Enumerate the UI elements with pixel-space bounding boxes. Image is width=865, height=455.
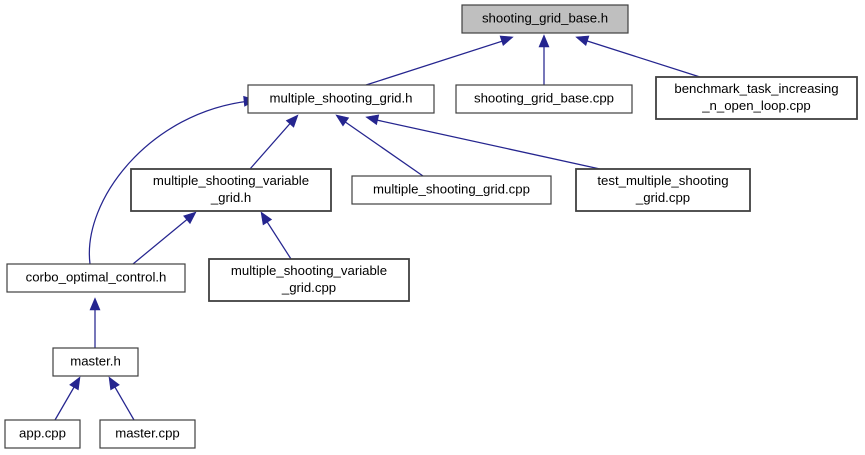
- node-label: _grid.cpp: [281, 280, 336, 295]
- node-label: multiple_shooting_grid.cpp: [373, 181, 530, 196]
- graph-edge: [132, 216, 191, 265]
- node-box[interactable]: [6, 263, 186, 293]
- graph-node-multiple_shooting_variable_grid_cpp[interactable]: multiple_shooting_variable_grid.cppmulti…: [208, 258, 410, 302]
- node-box[interactable]: [99, 419, 196, 449]
- node-label: master.cpp: [115, 425, 180, 440]
- graph-edge-arrowhead: [260, 211, 273, 226]
- graph-edge: [263, 216, 292, 260]
- node-box[interactable]: [247, 84, 435, 114]
- node-label: shooting_grid_base.cpp: [474, 90, 614, 105]
- graph-node-multiple_shooting_grid_h[interactable]: multiple_shooting_grid.hmultiple_shootin…: [247, 84, 435, 114]
- graph-edge: [111, 381, 135, 421]
- graph-node-test_multiple_shooting_grid_cpp[interactable]: test_multiple_shooting_grid.cpptest_mult…: [575, 168, 751, 212]
- node-label: app.cpp: [19, 425, 66, 440]
- node-label: corbo_optimal_control.h: [26, 269, 167, 284]
- node-label: _grid.h: [210, 190, 251, 205]
- edge-layer: [54, 34, 701, 421]
- graph-edge: [88, 100, 251, 265]
- graph-node-shooting_grid_base_cpp[interactable]: shooting_grid_base.cppshooting_grid_base…: [455, 84, 633, 114]
- graph-edge: [371, 118, 601, 170]
- graph-edge: [54, 381, 78, 421]
- graph-edge-arrowhead: [335, 114, 350, 127]
- graph-edge: [340, 118, 424, 177]
- graph-node-benchmark_task_increasing_n_open_loop_cpp[interactable]: benchmark_task_increasing _n_open_loop.cp…: [655, 76, 858, 120]
- node-label: master.h: [70, 353, 121, 368]
- node-box[interactable]: [130, 168, 332, 212]
- graph-node-master_h[interactable]: master.hmaster.h: [52, 347, 139, 377]
- graph-edge: [580, 38, 701, 78]
- node-label: _grid.cpp: [635, 190, 690, 205]
- node-label: multiple_shooting_grid.h: [270, 90, 413, 105]
- graph-edge-arrowhead: [183, 211, 197, 225]
- graph-edge-arrowhead: [575, 35, 590, 46]
- node-box[interactable]: [4, 419, 81, 449]
- graph-edge: [365, 38, 510, 86]
- node-box[interactable]: [208, 258, 410, 302]
- node-layer: shooting_grid_base.hshooting_grid_base.h…: [4, 4, 858, 449]
- graph-edge-arrowhead: [69, 376, 81, 391]
- node-box[interactable]: [575, 168, 751, 212]
- node-box[interactable]: [351, 175, 552, 205]
- node-box[interactable]: [52, 347, 139, 377]
- graph-edge-arrowhead: [538, 34, 550, 48]
- node-label: shooting_grid_base.h: [482, 10, 608, 25]
- node-label: test_multiple_shooting: [597, 173, 728, 188]
- graph-node-app_cpp[interactable]: app.cppapp.cpp: [4, 419, 81, 449]
- graph-node-corbo_optimal_control_h[interactable]: corbo_optimal_control.hcorbo_optimal_con…: [6, 263, 186, 293]
- graph-edge-arrowhead: [285, 114, 299, 128]
- node-label: benchmark_task_increasing: [674, 81, 838, 96]
- node-box[interactable]: [461, 4, 629, 34]
- node-box[interactable]: [455, 84, 633, 114]
- graph-edge-arrowhead: [499, 35, 514, 46]
- graph-edge: [249, 118, 295, 170]
- graph-node-multiple_shooting_grid_cpp[interactable]: multiple_shooting_grid.cppmultiple_shoot…: [351, 175, 552, 205]
- node-label: multiple_shooting_variable: [153, 173, 309, 188]
- graph-edge-arrowhead: [108, 376, 120, 391]
- graph-edge-arrowhead: [89, 297, 101, 311]
- graph-edge-arrowhead: [365, 114, 380, 126]
- node-box[interactable]: [655, 76, 858, 120]
- graph-node-multiple_shooting_variable_grid_h[interactable]: multiple_shooting_variable_grid.hmultipl…: [130, 168, 332, 212]
- node-label: _n_open_loop.cpp: [701, 98, 811, 113]
- node-label: multiple_shooting_variable: [231, 263, 387, 278]
